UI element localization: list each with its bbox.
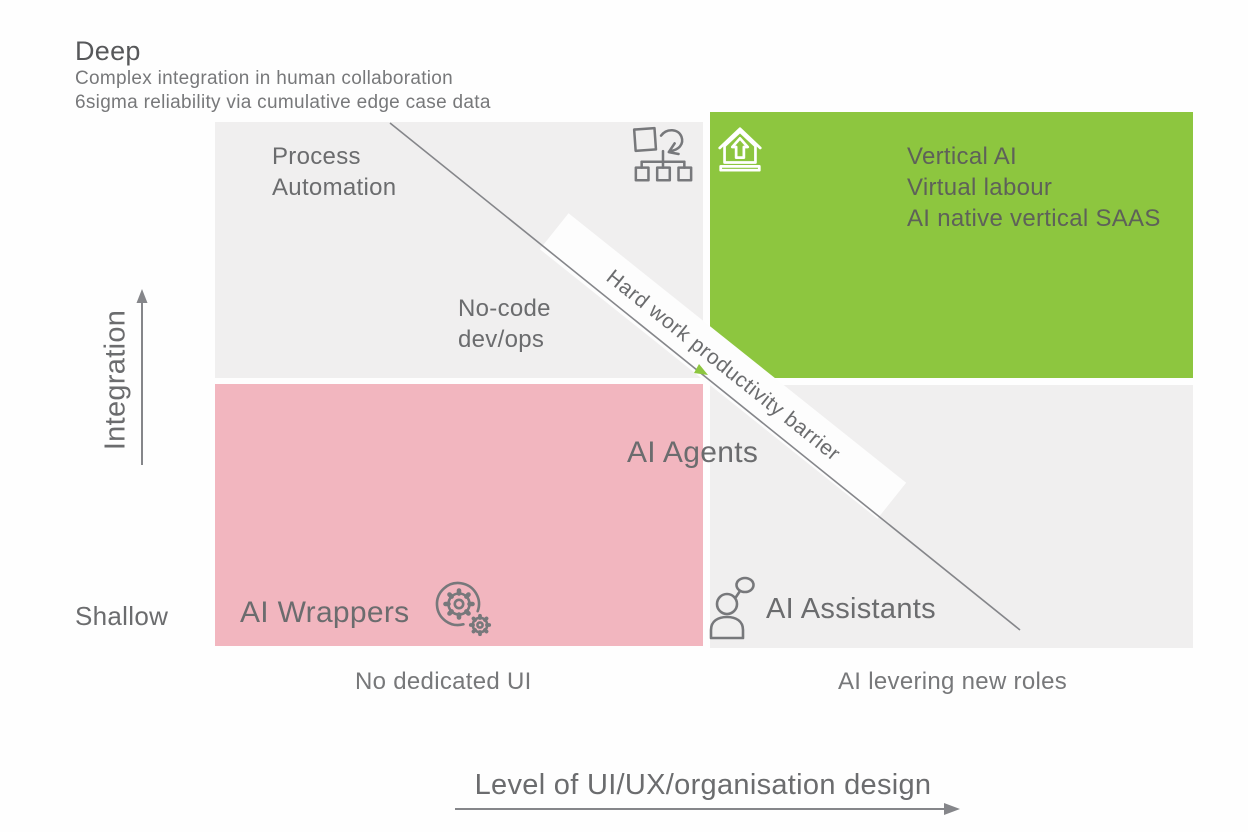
y-axis-label: Integration <box>99 309 132 451</box>
label-ai-agents: AI Agents <box>627 436 759 469</box>
label-vertical-ai: Vertical AI <box>907 143 1018 170</box>
x-axis-arrowhead <box>944 803 960 815</box>
x-axis-right-label: AI levering new roles <box>838 668 1068 695</box>
y-axis-bottom-label: Shallow <box>75 601 169 631</box>
gears-icon <box>433 578 497 646</box>
label-ai-assistants: AI Assistants <box>766 593 936 625</box>
label-ai-wrappers: AI Wrappers <box>240 596 410 629</box>
label-virtual-labour: Virtual labour <box>907 174 1053 201</box>
y-axis-top-label: Deep <box>75 36 141 66</box>
label-no-code-devops: No-code dev/ops <box>458 295 551 353</box>
flowchart-loop-icon <box>628 123 698 187</box>
label-ai-native-vertical-saas: AI native vertical SAAS <box>907 205 1161 232</box>
y-axis-top-description-2: 6sigma reliability via cumulative edge c… <box>75 92 491 113</box>
x-axis-left-label: No dedicated UI <box>355 668 532 695</box>
label-process-automation: Process Automation <box>272 143 397 201</box>
y-axis-arrowhead <box>136 289 148 303</box>
house-upload-icon <box>712 118 768 178</box>
person-chat-icon <box>705 574 761 642</box>
y-axis-top-description-1: Complex integration in human collaborati… <box>75 68 454 89</box>
x-axis-label: Level of UI/UX/organisation design <box>474 769 932 801</box>
